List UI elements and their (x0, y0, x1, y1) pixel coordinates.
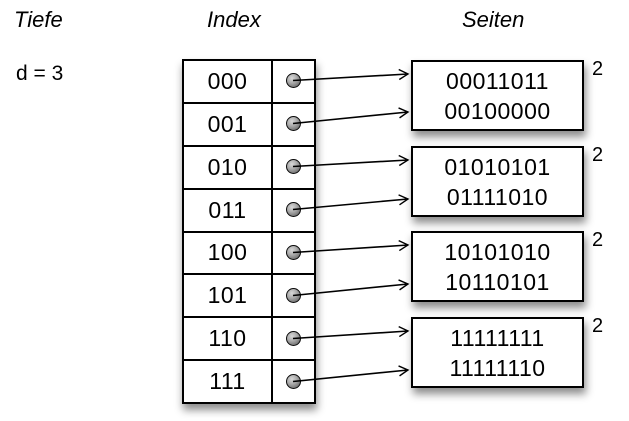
index-row: 010 (184, 146, 314, 190)
pointer-cell (273, 61, 314, 102)
page-entry: 00100000 (444, 97, 551, 124)
index-key: 011 (184, 189, 273, 231)
page-entry: 00011011 (446, 67, 549, 94)
page-box: 10101010 10110101 (411, 231, 584, 302)
index-row: 011 (184, 189, 314, 233)
page-local-depth: 2 (592, 144, 604, 166)
page-box: 00011011 00100000 (411, 60, 584, 131)
pages-heading: Seiten (462, 7, 525, 32)
pointer-dot (285, 116, 301, 132)
page-entry: 11111111 (450, 324, 545, 351)
index-heading: Index (207, 7, 261, 32)
depth-heading: Tiefe (14, 7, 63, 32)
pointer-dot (285, 73, 301, 89)
index-key: 010 (184, 146, 273, 188)
index-key: 000 (184, 61, 273, 102)
index-table: 000 001 010 011 100 101 110 111 (182, 59, 316, 404)
page-entry: 01111010 (446, 183, 549, 210)
page-box: 11111111 11111110 (411, 317, 584, 388)
index-key: 100 (184, 232, 273, 274)
arrow-111-to-page-3 (292, 365, 410, 383)
index-key: 001 (184, 103, 273, 145)
index-row: 000 (184, 61, 314, 104)
arrow-011-to-page-1 (292, 194, 410, 211)
arrow-001-to-page-0 (292, 107, 410, 125)
page-entry: 10110101 (445, 268, 550, 295)
index-key: 111 (184, 361, 273, 402)
page-local-depth: 2 (592, 229, 604, 251)
index-row: 001 (184, 103, 314, 147)
page-entry: 10101010 (444, 238, 551, 265)
index-key: 101 (184, 275, 273, 317)
page-box: 01010101 01111010 (411, 146, 584, 217)
page-local-depth: 2 (592, 58, 604, 80)
arrow-100-to-page-2 (292, 239, 410, 254)
index-row: 111 (184, 361, 314, 402)
page-local-depth: 2 (592, 315, 604, 337)
page-entry: 01010101 (444, 153, 551, 180)
arrow-101-to-page-2 (292, 279, 410, 297)
global-depth-value: d = 3 (16, 62, 64, 85)
page-entry: 11111110 (449, 354, 546, 381)
pointer-cell (273, 104, 314, 145)
arrow-000-to-page-0 (292, 68, 410, 82)
index-key: 110 (184, 318, 273, 360)
arrow-010-to-page-1 (292, 154, 410, 168)
index-row: 110 (184, 318, 314, 362)
arrow-110-to-page-3 (292, 325, 410, 340)
